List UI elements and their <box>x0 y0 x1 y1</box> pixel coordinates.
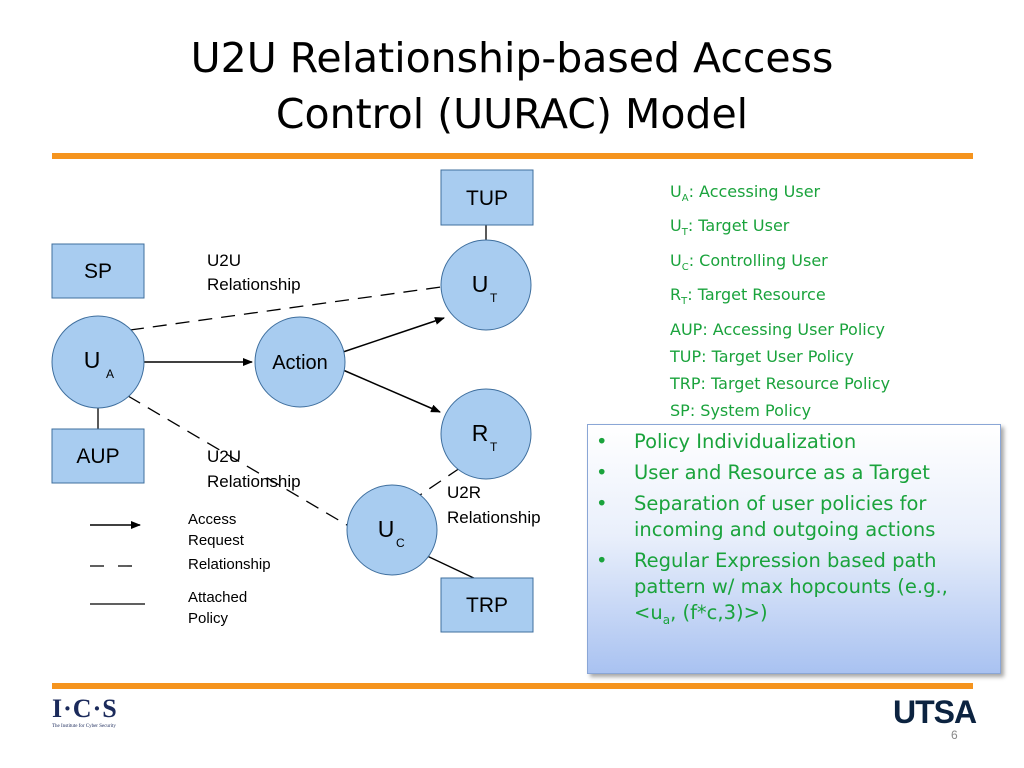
key-access-label-1: Access <box>188 511 236 528</box>
legend-item: RT: Target Resource <box>670 285 826 308</box>
slide-title: U2U Relationship-based Access Control (U… <box>0 30 1024 142</box>
abbreviation-legend: UA: Accessing User UT: Target User UC: C… <box>670 178 890 424</box>
key-access-label-2: Request <box>188 532 245 549</box>
uurac-diagram: SP AUP TUP TRP U A Action U T R T U C U2… <box>51 169 541 633</box>
legend-item: UA: Accessing User <box>670 182 821 205</box>
ics-logo-subtitle: The Institute for Cyber Security <box>52 724 116 729</box>
bullet-item: Policy Individualization <box>596 429 992 455</box>
uc-node-label: U <box>378 516 395 542</box>
features-callout: Policy Individualization User and Resour… <box>587 424 1001 674</box>
key-policy-label-2: Policy <box>188 610 229 627</box>
uc-node-sub: C <box>396 536 405 550</box>
u2r-label-2: Relationship <box>447 508 541 527</box>
aup-box <box>51 428 145 484</box>
trp-box <box>440 577 534 633</box>
uc-trp-link <box>424 554 479 581</box>
title-line-2: Control (UURAC) Model <box>275 90 749 138</box>
ua-node-label: U <box>84 347 101 373</box>
ua-uc-relationship <box>127 395 353 529</box>
ua-ut-relationship <box>129 286 442 331</box>
tup-label: TUP <box>466 187 508 210</box>
ut-node <box>440 239 532 331</box>
key-policy-label-1: Attached <box>188 589 247 606</box>
rt-node-sub: T <box>490 440 498 454</box>
legend-item: TUP: Target User Policy <box>670 346 854 366</box>
u2u-top-label-2: Relationship <box>207 275 301 294</box>
bullet-item: User and Resource as a Target <box>596 460 992 486</box>
legend-item: UT: Target User <box>670 216 790 239</box>
page-number: 6 <box>951 728 958 742</box>
action-node <box>254 316 346 408</box>
tup-box <box>440 169 534 226</box>
bullet-item: Regular Expression based path pattern w/… <box>596 548 992 633</box>
key-relationship-label: Relationship <box>188 556 271 573</box>
bullet-item: Separation of user policies for incoming… <box>596 491 992 543</box>
u2u-bottom-label-1: U2U <box>207 447 241 466</box>
trp-label: TRP <box>466 594 508 617</box>
uc-node <box>346 484 438 576</box>
legend-item: TRP: Target Resource Policy <box>670 373 891 393</box>
action-node-label: Action <box>272 352 328 374</box>
ua-node-sub: A <box>106 367 114 381</box>
action-ut-arrow <box>342 317 445 353</box>
rt-node <box>440 388 532 480</box>
ics-logo: I·C·S <box>52 694 118 723</box>
title-line-1: U2U Relationship-based Access <box>190 34 834 82</box>
ua-node <box>51 315 145 409</box>
u2u-top-label-1: U2U <box>207 251 241 270</box>
ut-node-label: U <box>472 271 489 297</box>
legend-item: AUP: Accessing User Policy <box>670 319 885 339</box>
sp-label: SP <box>84 260 112 283</box>
top-divider <box>52 153 973 159</box>
legend-item: SP: System Policy <box>670 401 812 421</box>
utsa-logo: UTSA <box>893 694 977 730</box>
u2u-bottom-label-2: Relationship <box>207 472 301 491</box>
ut-node-sub: T <box>490 291 498 305</box>
sp-box <box>51 243 145 299</box>
u2r-label-1: U2R <box>447 483 481 502</box>
rt-node-label: R <box>472 420 489 446</box>
legend-item: UC: Controlling User <box>670 250 828 273</box>
action-rt-arrow <box>342 369 441 413</box>
aup-label: AUP <box>76 445 119 468</box>
bottom-divider <box>52 683 973 689</box>
uc-rt-relationship <box>419 467 461 496</box>
